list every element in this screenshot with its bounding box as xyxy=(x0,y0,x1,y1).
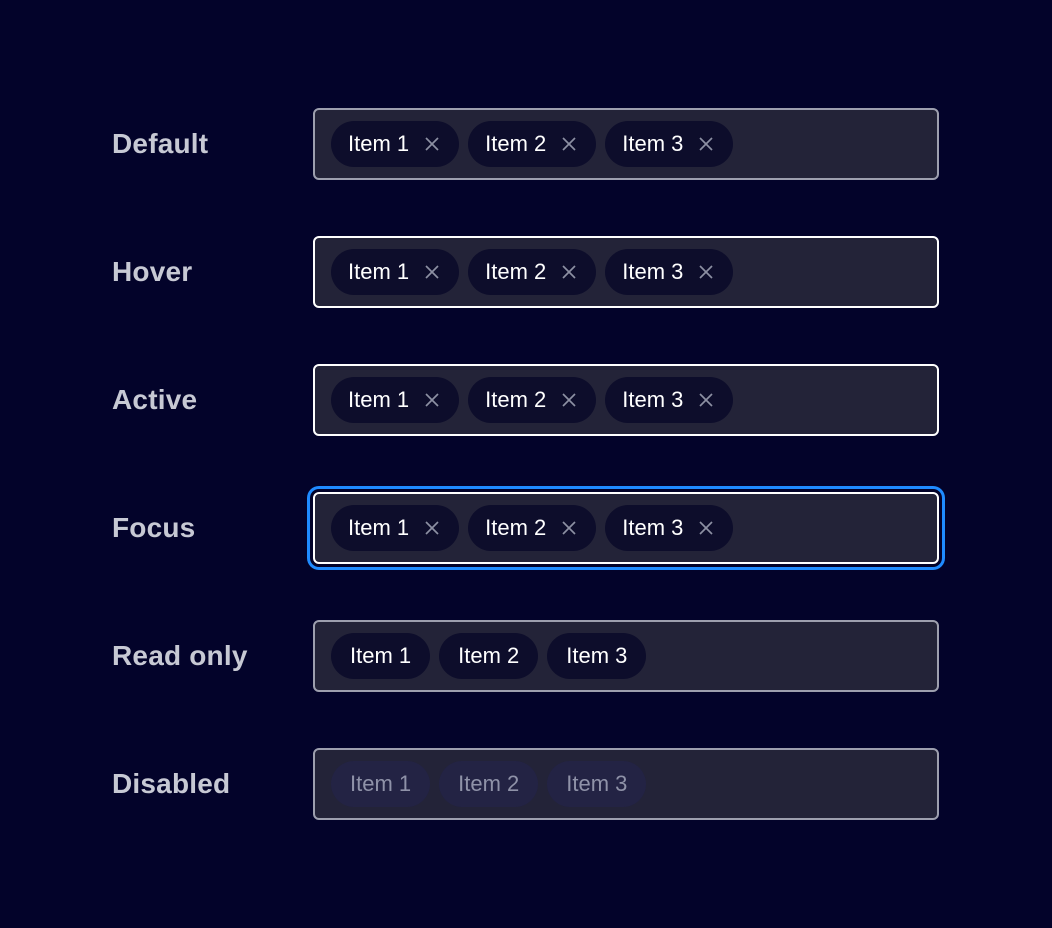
chip-label: Item 3 xyxy=(622,387,684,412)
chip-label: Item 3 xyxy=(622,131,684,156)
chip-label: Item 1 xyxy=(350,771,412,796)
chip[interactable]: Item 1 xyxy=(331,121,460,167)
state-row-readonly: Read only Item 1 Item 2 Item 3 xyxy=(0,620,1052,692)
close-icon[interactable] xyxy=(559,518,579,538)
close-icon[interactable] xyxy=(696,390,716,410)
state-label-active: Active xyxy=(112,384,198,415)
chip: Item 3 xyxy=(547,761,647,807)
chip-input-readonly: Item 1 Item 2 Item 3 xyxy=(313,620,939,692)
chip-input-active[interactable]: Item 1 Item 2 Item 3 xyxy=(313,364,939,436)
state-row-focus: Focus Item 1 Item 2 Item 3 xyxy=(0,492,1052,564)
chip-label: Item 3 xyxy=(566,771,628,796)
chip[interactable]: Item 2 xyxy=(439,633,539,679)
state-label-focus: Focus xyxy=(112,512,196,543)
chip-label: Item 1 xyxy=(348,131,410,156)
close-icon[interactable] xyxy=(559,134,579,154)
chip[interactable]: Item 3 xyxy=(605,249,734,295)
chip[interactable]: Item 2 xyxy=(468,249,597,295)
chip[interactable]: Item 3 xyxy=(547,633,647,679)
state-row-hover: Hover Item 1 Item 2 Item 3 xyxy=(0,236,1052,308)
chip[interactable]: Item 3 xyxy=(605,377,734,423)
close-icon[interactable] xyxy=(422,262,442,282)
chip-label: Item 3 xyxy=(622,515,684,540)
state-label-default: Default xyxy=(112,128,209,159)
state-row-active: Active Item 1 Item 2 Item 3 xyxy=(0,364,1052,436)
close-icon[interactable] xyxy=(696,518,716,538)
close-icon[interactable] xyxy=(422,134,442,154)
chip-label: Item 3 xyxy=(622,259,684,284)
close-icon[interactable] xyxy=(559,390,579,410)
state-label-hover: Hover xyxy=(112,256,193,287)
chip-label: Item 1 xyxy=(348,259,410,284)
chip-label: Item 3 xyxy=(566,643,628,668)
close-icon[interactable] xyxy=(696,134,716,154)
chip-label: Item 2 xyxy=(485,515,547,540)
chip[interactable]: Item 1 xyxy=(331,505,460,551)
chip[interactable]: Item 1 xyxy=(331,377,460,423)
state-row-default: Default Item 1 Item 2 Item 3 xyxy=(0,108,1052,180)
chip-label: Item 2 xyxy=(485,259,547,284)
chip[interactable]: Item 3 xyxy=(605,121,734,167)
chip: Item 1 xyxy=(331,761,431,807)
chip-input-focus[interactable]: Item 1 Item 2 Item 3 xyxy=(313,492,939,564)
chip[interactable]: Item 2 xyxy=(468,505,597,551)
chip[interactable]: Item 3 xyxy=(605,505,734,551)
chip-input-hover[interactable]: Item 1 Item 2 Item 3 xyxy=(313,236,939,308)
chip[interactable]: Item 2 xyxy=(468,121,597,167)
chip-input-disabled: Item 1 Item 2 Item 3 xyxy=(313,748,939,820)
chip: Item 2 xyxy=(439,761,539,807)
state-row-disabled: Disabled Item 1 Item 2 Item 3 xyxy=(0,748,1052,820)
chip[interactable]: Item 1 xyxy=(331,633,431,679)
chip-label: Item 2 xyxy=(458,771,520,796)
state-label-disabled: Disabled xyxy=(112,768,231,799)
close-icon[interactable] xyxy=(559,262,579,282)
chip-label: Item 1 xyxy=(348,387,410,412)
close-icon[interactable] xyxy=(422,390,442,410)
chip-label: Item 2 xyxy=(485,387,547,412)
chip[interactable]: Item 2 xyxy=(468,377,597,423)
chip-label: Item 1 xyxy=(350,643,412,668)
chip[interactable]: Item 1 xyxy=(331,249,460,295)
chip-label: Item 2 xyxy=(458,643,520,668)
chip-label: Item 1 xyxy=(348,515,410,540)
close-icon[interactable] xyxy=(696,262,716,282)
chip-input-default[interactable]: Item 1 Item 2 Item 3 xyxy=(313,108,939,180)
close-icon[interactable] xyxy=(422,518,442,538)
state-label-readonly: Read only xyxy=(112,640,248,671)
chip-label: Item 2 xyxy=(485,131,547,156)
